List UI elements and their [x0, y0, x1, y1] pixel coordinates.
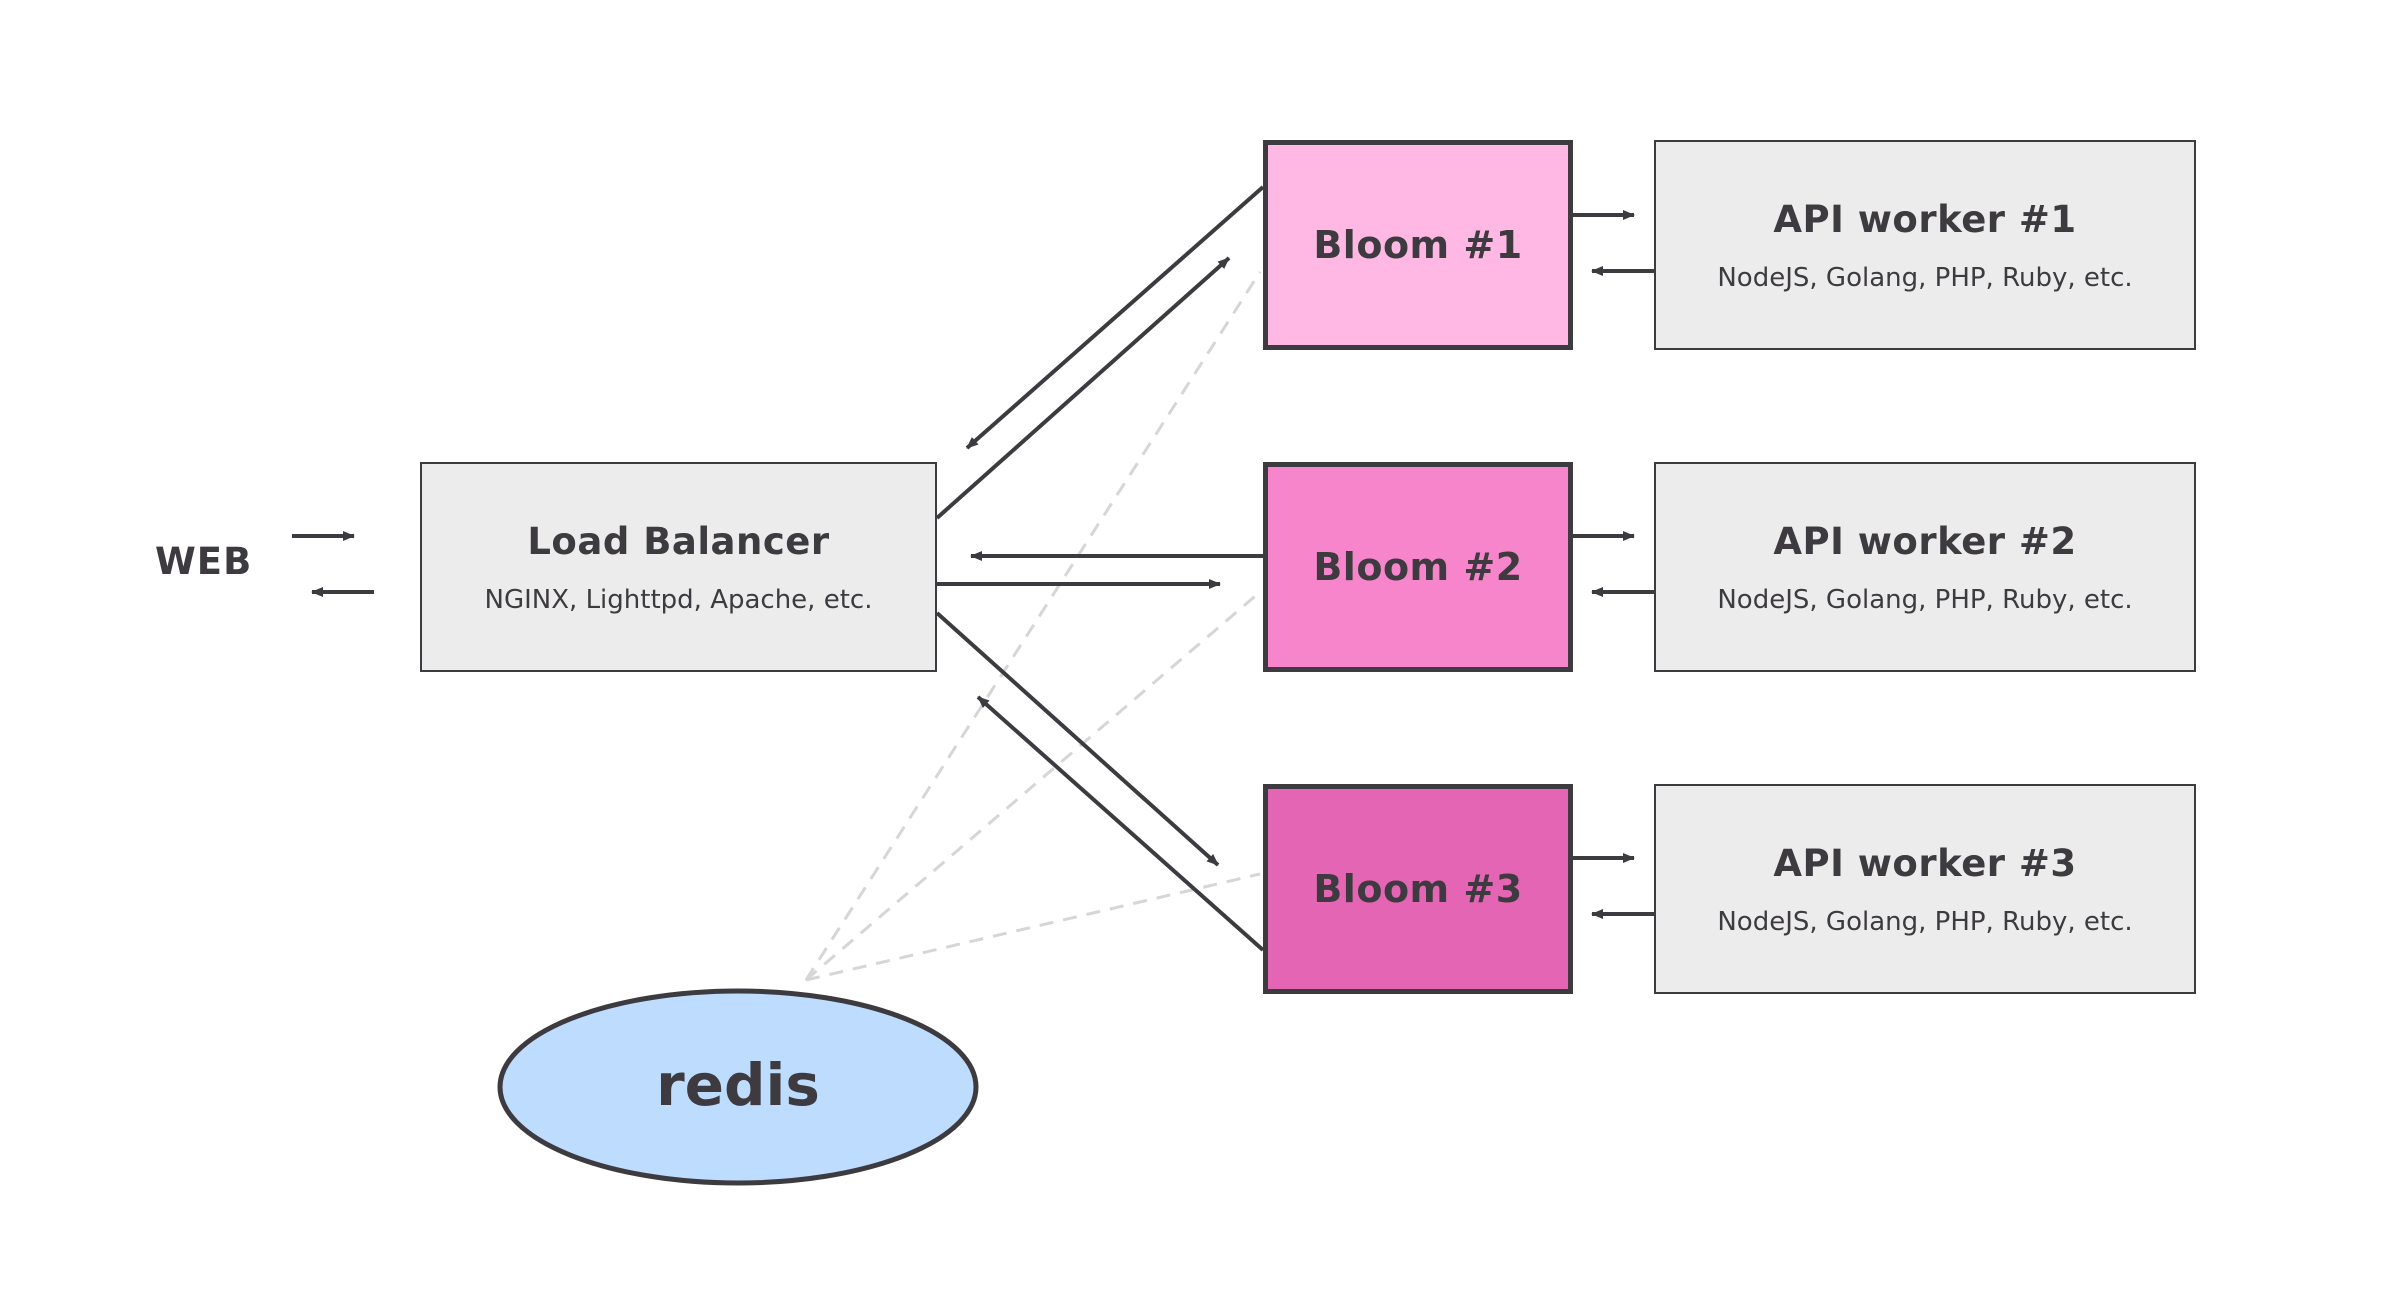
- lb-to-bloom3-arrow: [935, 611, 1220, 867]
- bloom1-to-lb-arrow: [965, 185, 1265, 450]
- api-worker-3-subtitle: NodeJS, Golang, PHP, Ruby, etc.: [1717, 906, 2133, 937]
- redis-link-bloom-3: [805, 872, 1261, 982]
- bloom-2-box: Bloom #2: [1263, 462, 1573, 672]
- redis-link-bloom-1: [804, 271, 1262, 981]
- bloom-1-title: Bloom #1: [1313, 223, 1523, 267]
- bloom-2-title: Bloom #2: [1313, 545, 1523, 589]
- api-worker-2-box: API worker #2 NodeJS, Golang, PHP, Ruby,…: [1654, 462, 2196, 672]
- bloom-3-box: Bloom #3: [1263, 784, 1573, 994]
- lb-to-bloom1-arrow: [935, 256, 1231, 520]
- bloom-1-box: Bloom #1: [1263, 140, 1573, 350]
- bloom3-to-lb-arrow: [976, 695, 1265, 952]
- api-worker-2-title: API worker #2: [1773, 519, 2077, 563]
- api-worker-1-subtitle: NodeJS, Golang, PHP, Ruby, etc.: [1717, 262, 2133, 293]
- api-worker-1-box: API worker #1 NodeJS, Golang, PHP, Ruby,…: [1654, 140, 2196, 350]
- api-worker-1-title: API worker #1: [1773, 197, 2077, 241]
- redis-link-bloom-2: [805, 590, 1261, 982]
- api-worker-3-box: API worker #3 NodeJS, Golang, PHP, Ruby,…: [1654, 784, 2196, 994]
- load-balancer-title: Load Balancer: [527, 519, 830, 563]
- redis-label: redis: [656, 1051, 820, 1119]
- bloom-3-title: Bloom #3: [1313, 867, 1523, 911]
- load-balancer-subtitle: NGINX, Lighttpd, Apache, etc.: [484, 584, 873, 615]
- load-balancer-box: Load Balancer NGINX, Lighttpd, Apache, e…: [420, 462, 937, 672]
- web-label: WEB: [155, 540, 253, 583]
- redis-shape: [497, 988, 979, 1186]
- api-worker-2-subtitle: NodeJS, Golang, PHP, Ruby, etc.: [1717, 584, 2133, 615]
- api-worker-3-title: API worker #3: [1773, 841, 2077, 885]
